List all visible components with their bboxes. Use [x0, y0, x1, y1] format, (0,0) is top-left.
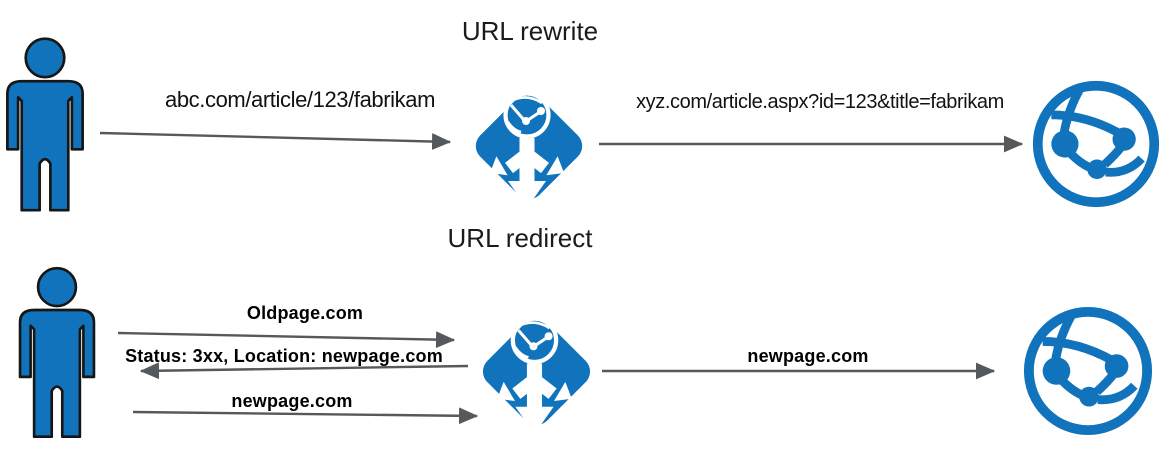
- redirect-new-request-label: newpage.com: [231, 391, 353, 411]
- person-icon: [2, 36, 88, 216]
- rewrite-request-url-label: abc.com/article/123/fabrikam: [164, 87, 436, 112]
- arrow-rewrite-request: [99, 131, 452, 150]
- section-title-url-redirect: URL redirect: [447, 223, 593, 253]
- redirect-forwarded-label: newpage.com: [747, 346, 869, 366]
- redirect-request-url-label: Oldpage.com: [246, 303, 364, 323]
- web-app-icon: [1030, 78, 1162, 210]
- redirect-response-label: Status: 3xx, Location: newpage.com: [125, 346, 443, 366]
- rewrite-rewritten-url-label: xyz.com/article.aspx?id=123&title=fabrik…: [636, 91, 1004, 113]
- web-app-icon: [1021, 304, 1155, 438]
- arrow-redirect-request: [117, 331, 456, 349]
- arrow-redirect-response: [139, 362, 469, 380]
- application-gateway-icon: [461, 78, 597, 214]
- section-title-url-rewrite: URL rewrite: [461, 16, 599, 46]
- person-icon: [14, 266, 100, 442]
- arrow-redirect-new-request: [132, 407, 479, 425]
- application-gateway-icon: [468, 303, 605, 440]
